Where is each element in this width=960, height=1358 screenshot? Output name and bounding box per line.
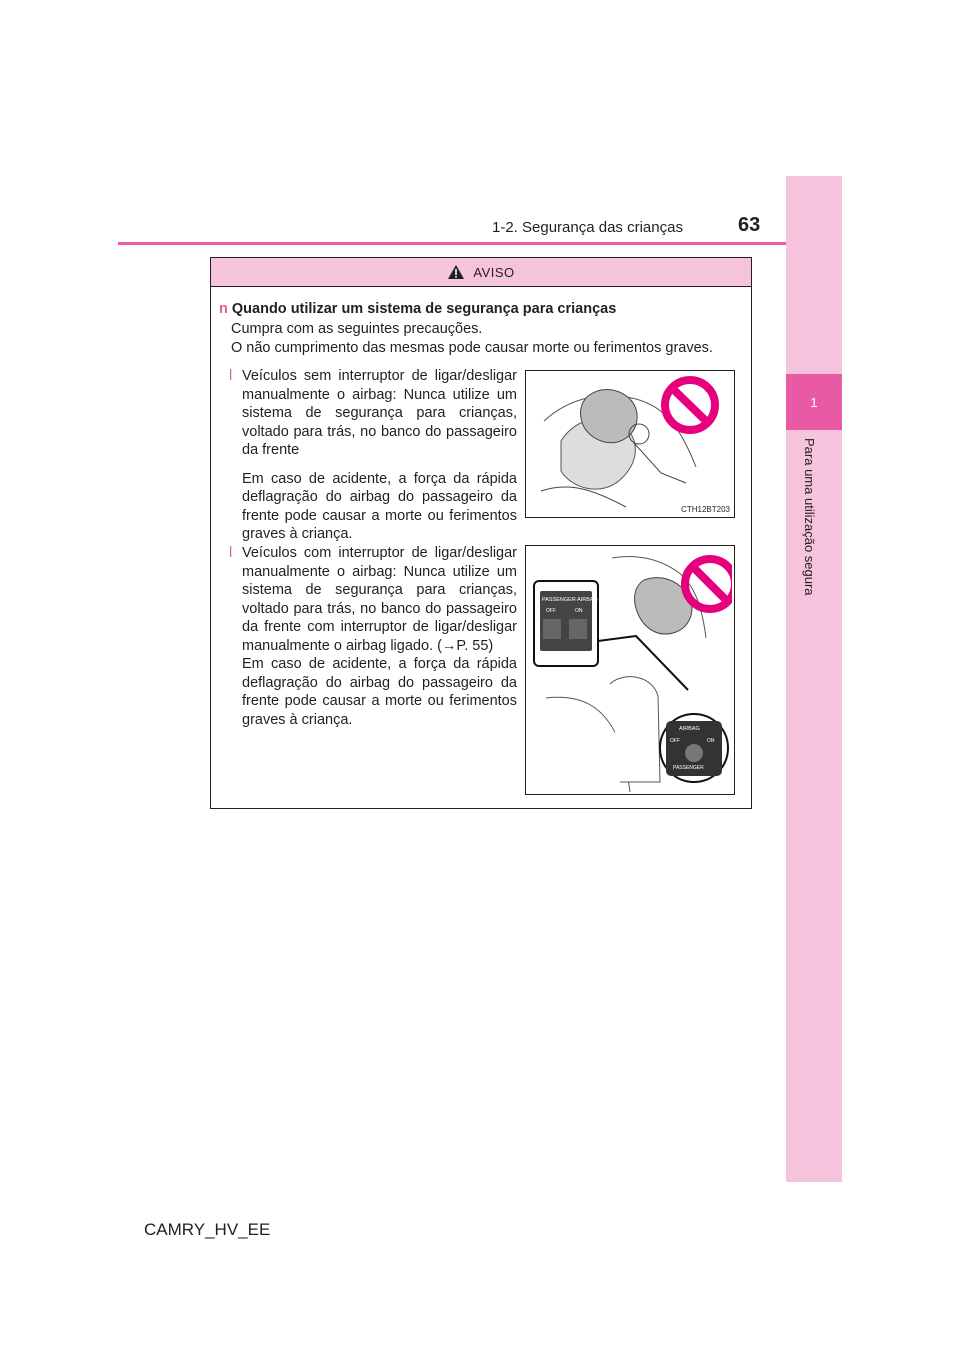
intro-line-1: Cumpra com as seguintes precauções.	[231, 321, 483, 337]
image-1-caption: CTH12BT203	[681, 505, 730, 514]
heading-bullet: n	[219, 301, 228, 317]
header-divider	[118, 242, 841, 245]
chapter-label: Para uma utilização segura	[802, 438, 817, 596]
airbag-switch-illustration: PASSENGER AIRBAG OFF ON AIRBAG OFF ON PA…	[525, 545, 739, 795]
off-label: OFF	[546, 608, 556, 614]
document-code: CAMRY_HV_EE	[144, 1220, 271, 1239]
car-seat-airbag-image	[540, 376, 719, 508]
warning-heading: n Quando utilizar um sistema de seguranç…	[219, 301, 616, 317]
section-title: 1-2. Segurança das crianças	[492, 219, 683, 236]
warning-item-2: l Veículos com interruptor de ligar/desl…	[229, 544, 517, 729]
airbag-label: AIRBAG	[679, 726, 700, 732]
item-marker-2: l	[229, 545, 233, 561]
off-label-2: OFF	[670, 738, 680, 744]
warning-triangle-icon	[448, 265, 465, 279]
on-label-2: ON	[707, 738, 715, 744]
item-1-text: Veículos sem interruptor de ligar/deslig…	[242, 368, 517, 458]
chapter-side-tab	[786, 176, 842, 1182]
warning-intro: Cumpra com as seguintes precauções. O nã…	[231, 320, 713, 357]
item-marker-1: l	[229, 368, 233, 384]
warning-header: AVISO	[211, 258, 751, 287]
on-label: ON	[575, 608, 583, 614]
chapter-label-container: Para uma utilização segura	[797, 438, 825, 628]
item-1-consequence: Em caso de acidente, a força da rápida d…	[242, 470, 517, 543]
rear-facing-seat-airbag-illustration: CTH12BT203	[525, 370, 735, 518]
item-2-text: Veículos com interruptor de ligar/deslig…	[242, 545, 517, 654]
warning-box: AVISO n Quando utilizar um sistema de se…	[210, 257, 752, 809]
heading-text: Quando utilizar um sistema de segurança …	[231, 301, 617, 317]
item-2-consequence: Em caso de acidente, a força da rápida d…	[242, 656, 517, 728]
passenger-label: PASSENGER	[673, 765, 704, 771]
page-number: 63	[738, 214, 761, 236]
passenger-airbag-label: PASSENGER AIRBAG	[542, 597, 598, 603]
warning-title-text: AVISO	[473, 264, 515, 280]
warning-title: AVISO	[447, 264, 514, 280]
intro-line-2: O não cumprimento das mesmas pode causar…	[231, 339, 713, 356]
passenger-airbag-switch-image: PASSENGER AIRBAG OFF ON AIRBAG OFF ON PA…	[533, 555, 739, 793]
chapter-number: 1	[786, 374, 842, 430]
warning-item-1: l Veículos sem interruptor de ligar/desl…	[229, 367, 517, 544]
